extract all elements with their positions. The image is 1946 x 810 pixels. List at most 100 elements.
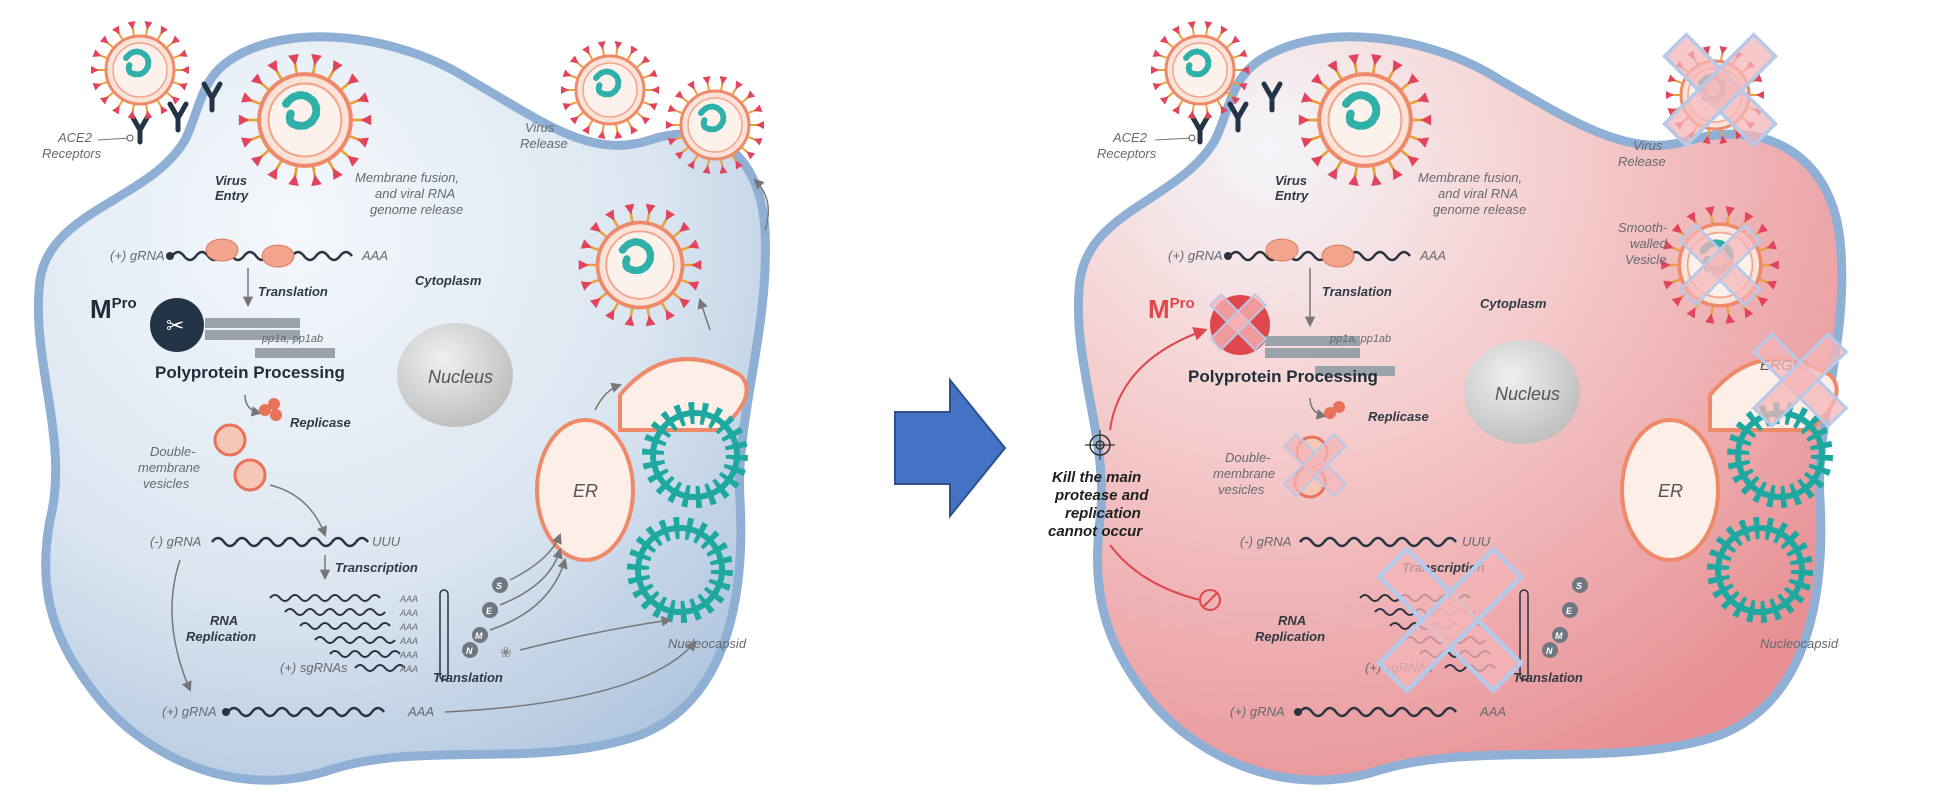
nucleocapsid-label: Nucleocapsid xyxy=(1760,636,1839,651)
gRNA-plus-bottom-label: (+) gRNA xyxy=(162,704,217,719)
polyprotein-processing-label: Polyprotein Processing xyxy=(155,363,345,382)
aaa-bottom-label: AAA xyxy=(407,704,434,719)
translation-2-label: Translation xyxy=(433,670,503,685)
rna-replication-label-1: RNA xyxy=(1278,613,1306,628)
aaa-small: AAA xyxy=(399,594,418,604)
virus-entry-label-2: Entry xyxy=(215,188,249,203)
gRNA-plus-label: (+) gRNA xyxy=(110,248,165,263)
virus-particle-icon xyxy=(91,21,189,119)
aaa-small: AAA xyxy=(399,636,418,646)
replicase-label: Replicase xyxy=(290,415,351,430)
nucleocapsid-label: Nucleocapsid xyxy=(668,636,747,651)
aaa-label: AAA xyxy=(361,248,388,263)
double-membrane-vesicle-icon xyxy=(213,423,247,457)
virus-entry-label: Virus xyxy=(215,173,247,188)
mpro-label: MPro xyxy=(1148,294,1195,324)
right-panel: ACE2 Receptors Virus Entry Membrane fusi… xyxy=(1048,21,1848,785)
nucleus-label: Nucleus xyxy=(428,367,493,387)
membrane-fusion-label-3: genome release xyxy=(1433,202,1526,217)
aaa-small: AAA xyxy=(399,608,418,618)
gRNA-minus-label: (-) gRNA xyxy=(1240,534,1291,549)
membrane-fusion-label-1: Membrane fusion, xyxy=(355,170,459,185)
ribosome-icon xyxy=(1265,238,1299,262)
sgrna-strands xyxy=(269,594,406,672)
svg-text:✂: ✂ xyxy=(166,313,184,338)
dmv-label-2: membrane xyxy=(138,460,200,475)
pp1a-label: pp1a, pp1ab xyxy=(1329,333,1391,345)
inhibition-line xyxy=(1109,544,1201,601)
smooth-vesicle-label-3: Vesicle xyxy=(1625,252,1666,267)
protein-e-label: E xyxy=(486,606,493,616)
membrane-fusion-label-1: Membrane fusion, xyxy=(1418,170,1522,185)
sgrnas-label: (+) sgRNAs xyxy=(280,660,348,675)
aaa-label: AAA xyxy=(1419,248,1446,263)
protein-m-label: M xyxy=(1555,631,1563,641)
protein-n-label: N xyxy=(466,646,473,656)
virus-release-label-1: Virus xyxy=(1633,138,1663,153)
dmv-label-1: Double- xyxy=(150,444,196,459)
dmv-label-3: vesicles xyxy=(143,476,190,491)
ace2-label-r1: ACE2 xyxy=(1112,130,1148,145)
kill-text-3: replication xyxy=(1065,505,1141,522)
aaa-small: AAA xyxy=(399,664,418,674)
mpro-label: MPro xyxy=(90,294,137,324)
protein-symbols: S E M N xyxy=(1542,577,1588,658)
membrane-fusion-label-3: genome release xyxy=(370,202,463,217)
double-membrane-vesicle-icon xyxy=(233,458,267,492)
er-label: ER xyxy=(573,481,598,501)
ribosome-icon xyxy=(1321,244,1355,268)
nucleus xyxy=(397,323,513,427)
aaa-bottom-label: AAA xyxy=(1479,704,1506,719)
smooth-vesicle-label-2: walled xyxy=(1630,236,1668,251)
aaa-small: AAA xyxy=(399,650,418,660)
er-membrane-segment xyxy=(1519,589,1529,681)
translation-label: Translation xyxy=(1322,284,1392,299)
uuu-label: UUU xyxy=(1462,534,1491,549)
translation-2-label: Translation xyxy=(1513,670,1583,685)
protein-symbols: S E M N xyxy=(462,577,508,658)
virus-release-label-2: Release xyxy=(1618,154,1666,169)
ace2-label-l1: ACE2 xyxy=(57,130,93,145)
ribosome-icon xyxy=(205,238,239,262)
virus-particle-icon xyxy=(561,41,659,139)
ergic-icon xyxy=(618,357,749,432)
rna-replication-label-1: RNA xyxy=(210,613,238,628)
ace2-label-l2: Receptors xyxy=(42,146,102,161)
rna-replication-label-2: Replication xyxy=(186,629,256,644)
transcription-label: Transcription xyxy=(335,560,418,575)
nucleus xyxy=(1464,340,1580,444)
gRNA-plus-bottom-label: (+) gRNA xyxy=(1230,704,1285,719)
transition-arrow xyxy=(894,377,1007,519)
protein-s-label: S xyxy=(496,581,502,591)
virus-entry-label-2: Entry xyxy=(1275,188,1309,203)
scissors-icon xyxy=(150,298,204,352)
polyprotein-processing-label: Polyprotein Processing xyxy=(1188,367,1378,386)
rna-strand xyxy=(171,250,353,262)
er-icon xyxy=(535,418,635,562)
cytoplasm-label: Cytoplasm xyxy=(1480,296,1547,311)
smooth-vesicle-label-1: Smooth- xyxy=(1618,220,1668,235)
er-membrane-segment xyxy=(439,589,449,681)
ace2-label-r2: Receptors xyxy=(1097,146,1157,161)
dmv-label-3: vesicles xyxy=(1218,482,1265,497)
target-icon xyxy=(1085,430,1115,460)
protein-e-label: E xyxy=(1566,606,1573,616)
dmv-label-1: Double- xyxy=(1225,450,1271,465)
kill-text-4: cannot occur xyxy=(1048,523,1143,540)
aaa-small: AAA xyxy=(399,622,418,632)
protein-m-label: M xyxy=(475,631,483,641)
nucleus-label: Nucleus xyxy=(1495,384,1560,404)
er-label: ER xyxy=(1658,481,1683,501)
virus-entry-label: Virus xyxy=(1275,173,1307,188)
kill-text-1: Kill the main xyxy=(1052,469,1141,486)
virus-release-label-2: Release xyxy=(520,136,568,151)
n-protein-icon: ❀ xyxy=(500,644,512,660)
cytoplasm-label: Cytoplasm xyxy=(415,273,482,288)
left-panel: ACE2 Receptors Virus Entry Membrane fusi… xyxy=(33,21,770,785)
gRNA-plus-label: (+) gRNA xyxy=(1168,248,1223,263)
translation-label: Translation xyxy=(258,284,328,299)
ribosome-icon xyxy=(261,244,295,268)
rna-replication-label-2: Replication xyxy=(1255,629,1325,644)
virus-release-label-1: Virus xyxy=(525,120,555,135)
